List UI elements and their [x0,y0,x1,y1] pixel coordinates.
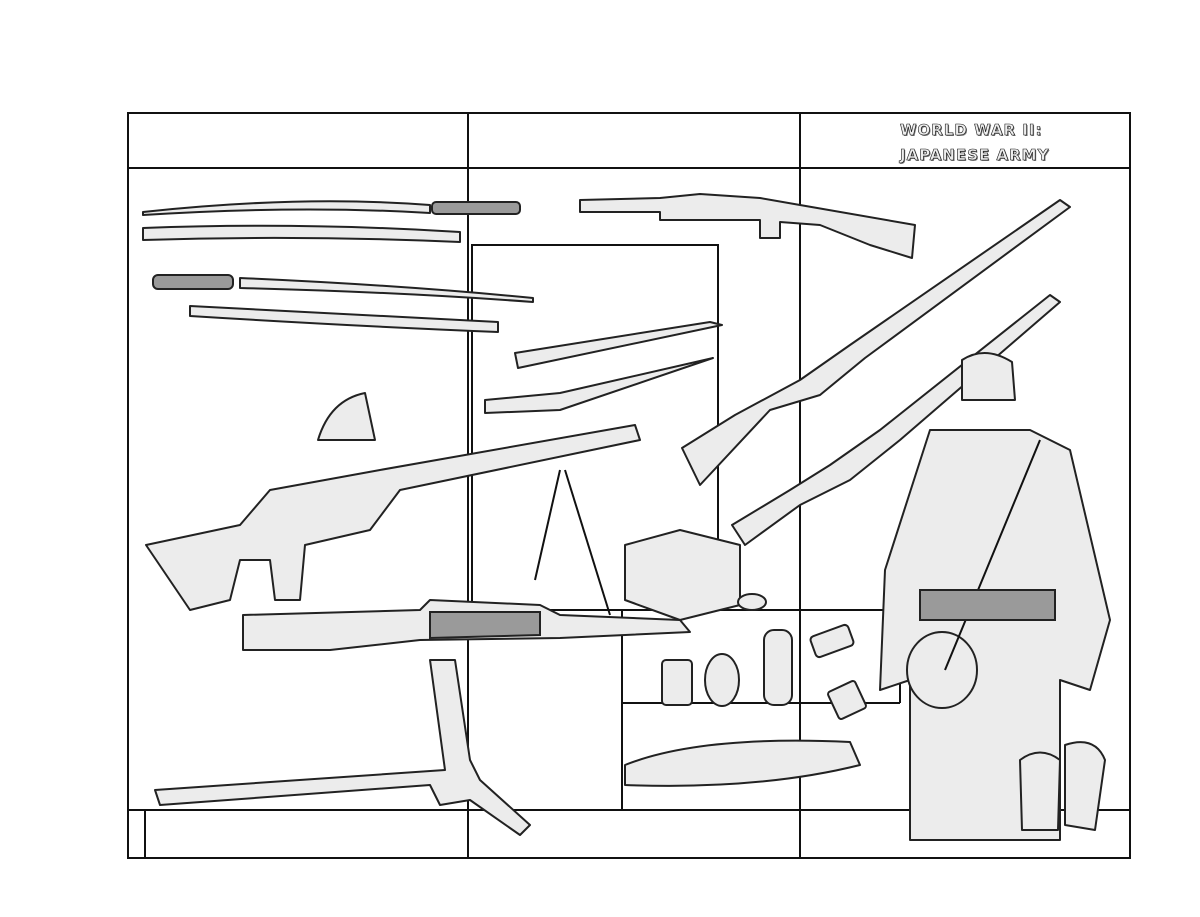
ration-tins [827,680,867,720]
bayonet-scabbard [514,321,723,369]
officer-sword-scabbard [189,305,499,333]
ammo-box [624,529,741,621]
shoulder-strap [944,439,1041,671]
canteen-bottle [763,629,793,706]
hand-grenade [704,653,740,707]
oil-bottle [661,659,693,706]
title-line-1: WORLD WAR II: [900,121,1043,140]
type-92-heavy-machine-gun [154,599,691,836]
officer-sword [152,274,534,303]
arisaka-rifle-upper [681,199,1071,486]
field-cap [961,352,1016,401]
bayonet [484,357,714,414]
submachine-gun [579,193,916,259]
katana-scabbard [142,224,461,243]
tripod [154,659,531,836]
senninbari-belt [624,739,861,787]
compass [737,593,767,611]
boot [1019,751,1061,831]
tin-box [809,623,855,659]
poster-title: WORLD WAR II: JAPANESE ARMY [900,118,1100,168]
title-line-2: JAPANESE ARMY [900,146,1050,165]
boot-sole [1064,741,1106,831]
soldier-uniform [879,352,1111,841]
belt [919,589,1056,621]
bread-bag [906,631,978,709]
lmg-magazine [317,392,376,441]
type-96-light-machine-gun [145,392,641,616]
katana-sword [142,200,521,216]
